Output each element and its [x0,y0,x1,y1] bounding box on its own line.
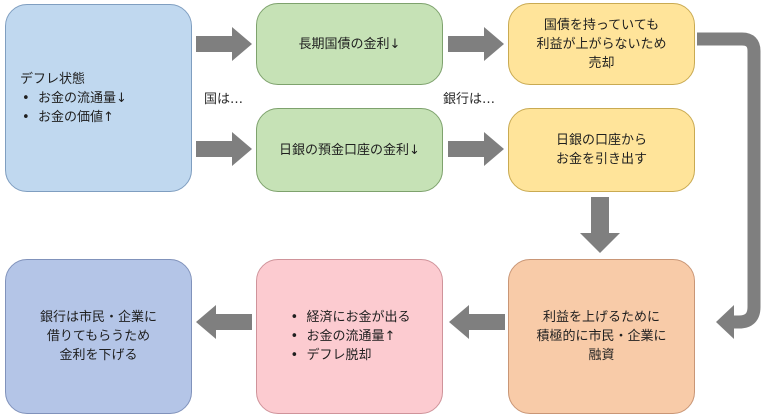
lend-line-1: 利益を上げるために [542,310,660,325]
deflation-box: デフレ状態 お金の流通量↓ お金の価値↑ [5,4,192,192]
arrow-bond-rate-to-sell [448,27,504,61]
deflation-title: デフレ状態 [20,71,86,87]
deposit-rate-text: 日銀の預金口座の金利↓ [279,142,420,158]
withdraw-box: 日銀の口座から お金を引き出す [508,108,695,192]
result-item-money-supply: お金の流通量↑ [288,327,410,346]
bond-rate-box: 長期国債の金利↓ [256,3,443,85]
withdraw-line-1: 日銀の口座から [555,133,647,148]
deflation-item-money-value: お金の価値↑ [20,108,127,127]
arrow-sell-to-lend [697,32,761,329]
lend-line-3: 融資 [588,348,615,363]
result-item-deflation-exit: デフレ脱却 [288,346,410,365]
lower-rate-line-3: 金利を下げる [59,348,138,363]
arrow-withdraw-to-lend [580,197,620,253]
arrow-sell-to-lend-head [716,305,734,339]
deposit-rate-box: 日銀の預金口座の金利↓ [256,108,443,192]
government-label: 国は… [204,92,244,107]
bond-rate-text: 長期国債の金利↓ [298,36,401,52]
arrow-lend-to-result [449,305,505,339]
lower-rate-line-1: 銀行は市民・企業に [39,310,157,325]
lend-box: 利益を上げるために 積極的に市民・企業に 融資 [508,259,695,414]
deflation-item-money-supply: お金の流通量↓ [20,89,127,108]
result-item-economy: 経済にお金が出る [288,308,410,327]
withdraw-line-2: お金を引き出す [555,152,647,167]
arrow-deposit-rate-to-withdraw [448,132,504,166]
lower-rate-line-2: 借りてもらうため [46,329,151,344]
arrow-deflation-to-deposit-rate [196,132,252,166]
sell-bonds-line-1: 国債を持っていても [543,17,660,33]
sell-bonds-box: 国債を持っていても 利益が上がらないため 売却 [508,3,695,85]
arrow-result-to-lower-rate [196,305,252,339]
lend-line-2: 積極的に市民・企業に [536,329,667,344]
lower-rate-box: 銀行は市民・企業に 借りてもらうため 金利を下げる [5,259,192,414]
sell-bonds-line-3: 売却 [588,55,615,71]
arrow-deflation-to-bond-rate [196,27,252,61]
sell-bonds-line-2: 利益が上がらないため [536,36,667,52]
banks-label: 銀行は… [443,92,496,107]
result-box: 経済にお金が出る お金の流通量↑ デフレ脱却 [256,259,443,414]
